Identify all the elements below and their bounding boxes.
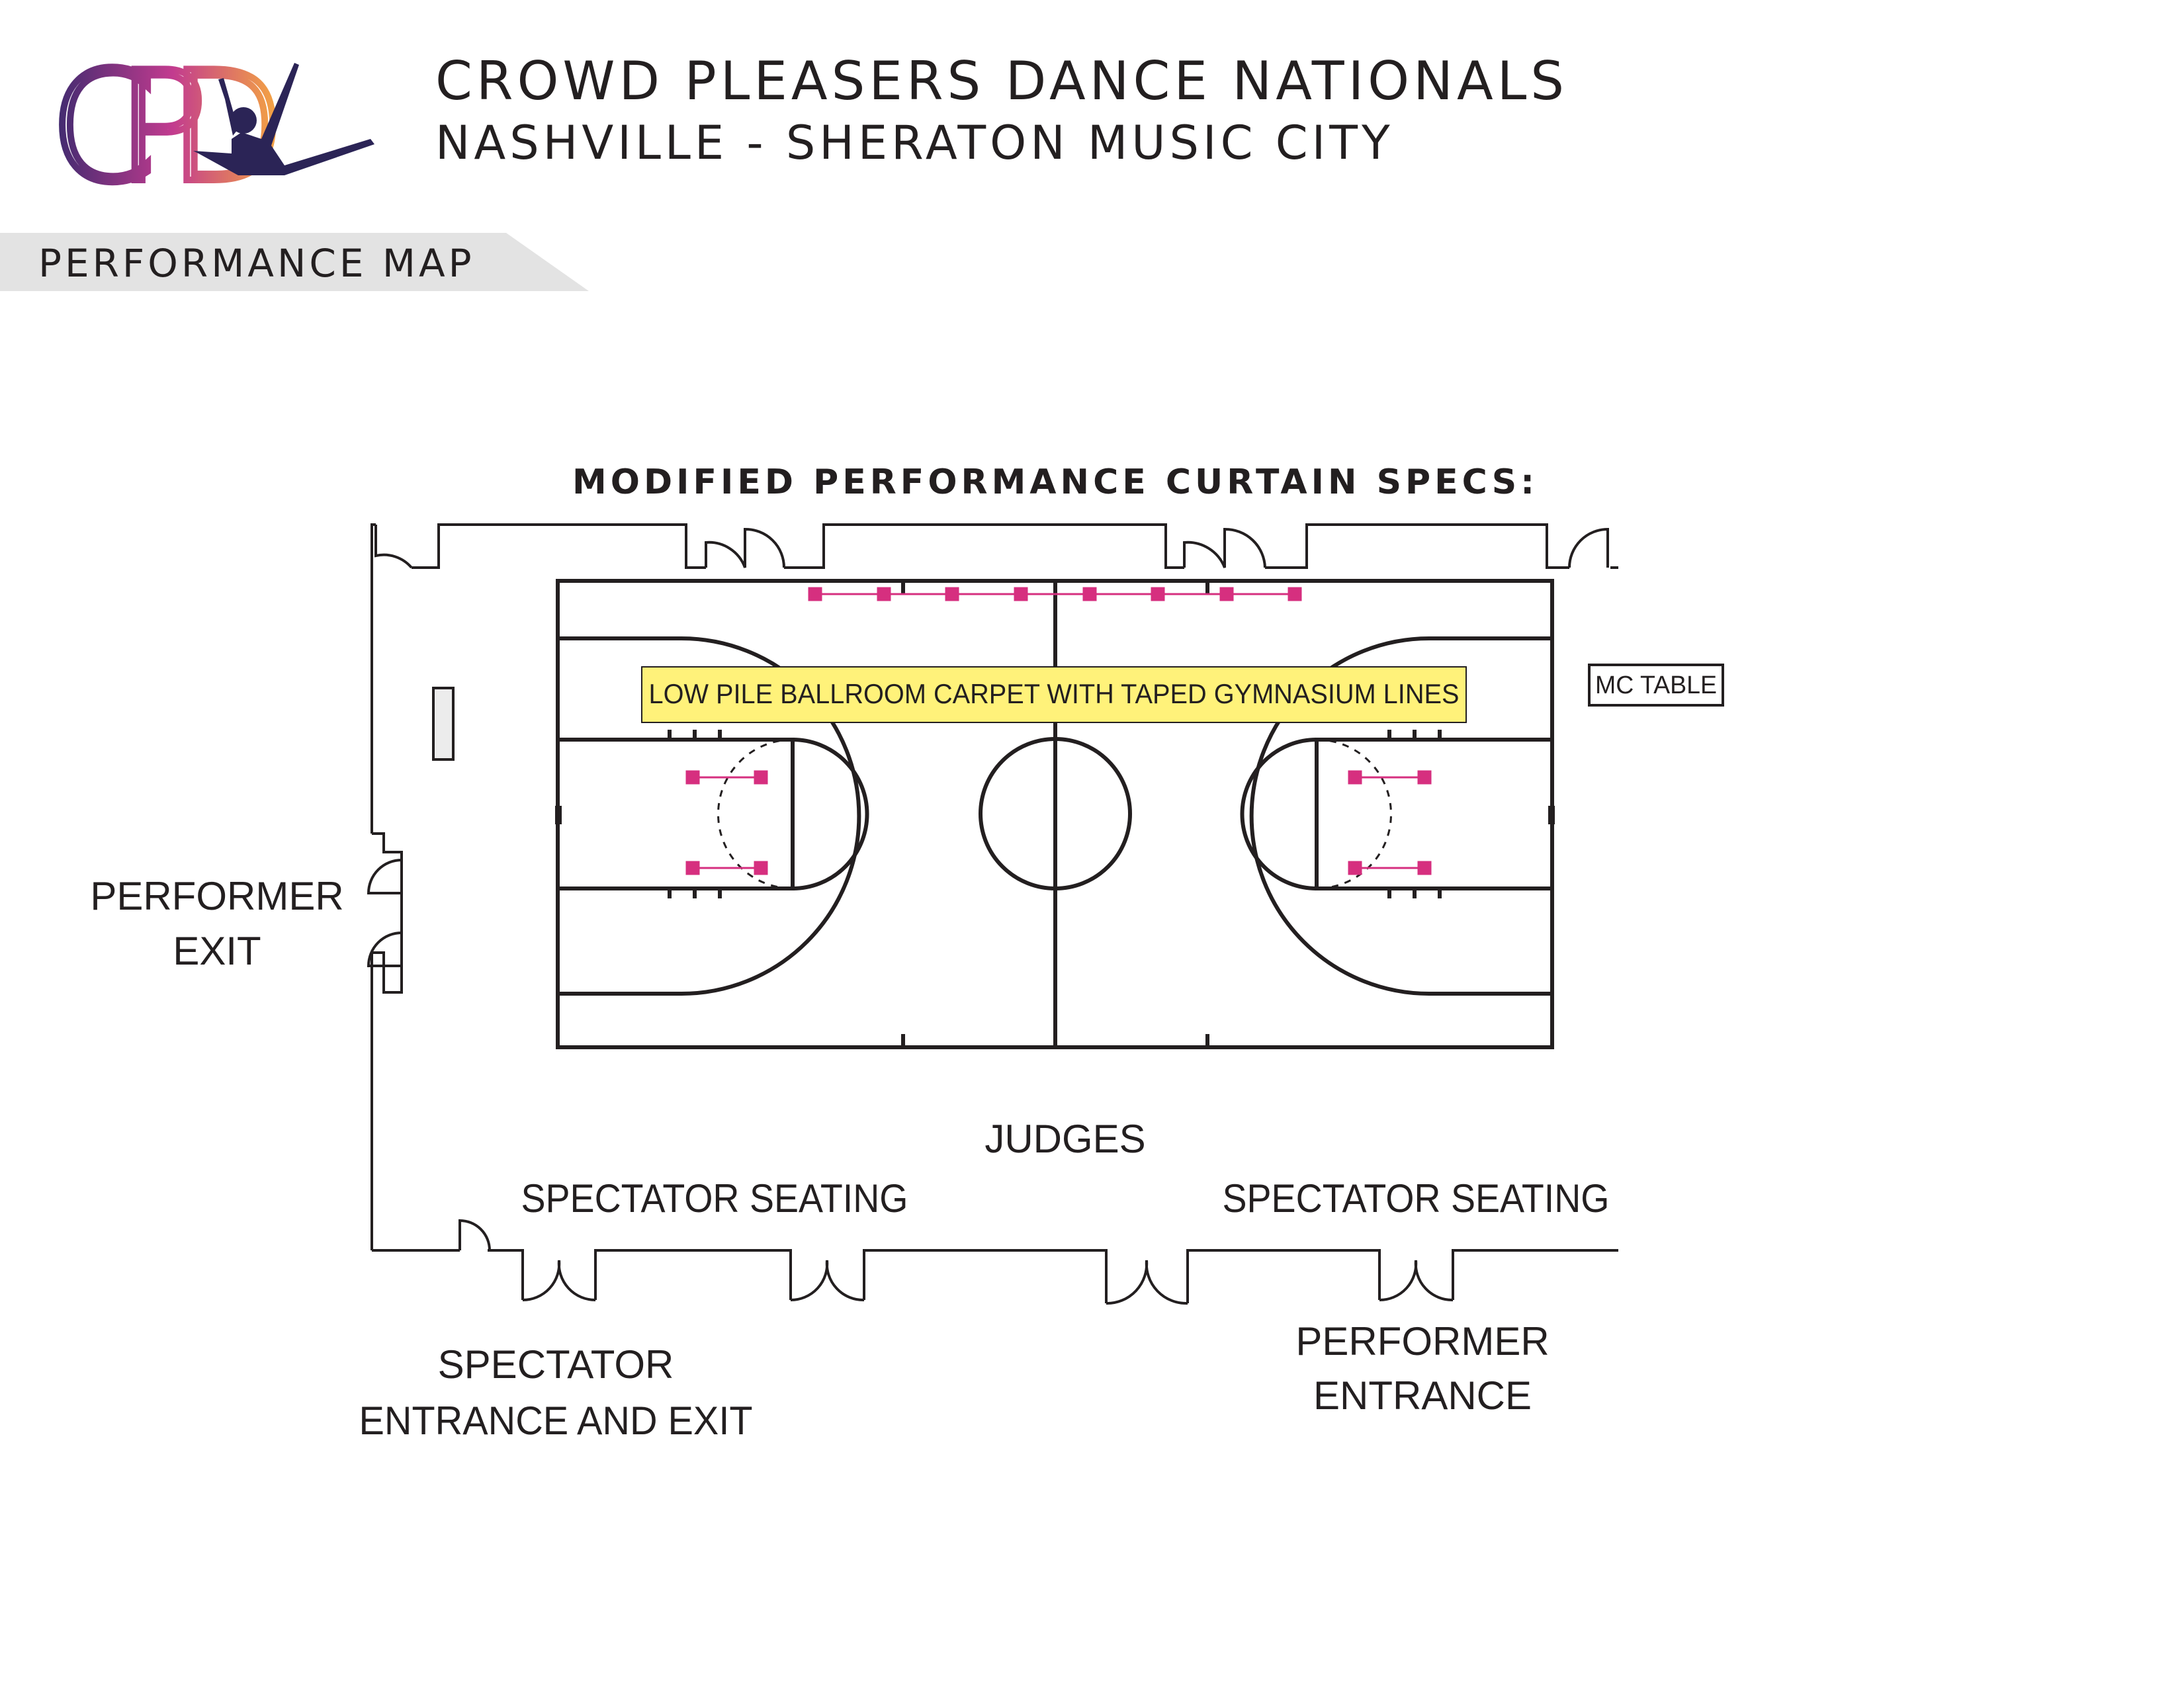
spectator-seating-left-label: SPECTATOR SEATING [521, 1176, 908, 1221]
room-walls [371, 523, 1618, 1303]
basket-left [555, 806, 562, 824]
judges-label: JUDGES [984, 1117, 1145, 1161]
spectator-seating-right-label: SPECTATOR SEATING [1223, 1176, 1610, 1221]
performer-exit-line2: EXIT [173, 929, 261, 973]
section-tab-label: PERFORMANCE MAP [38, 241, 475, 286]
event-subtitle: NASHVILLE - SHERATON MUSIC CITY [435, 116, 1394, 170]
spectator-entrance-line1: SPECTATOR [438, 1342, 674, 1387]
section-tab [0, 233, 589, 291]
basket-right [1548, 806, 1555, 824]
performer-entrance-line1: PERFORMER [1295, 1319, 1549, 1363]
spectator-entrance-line2: ENTRANCE AND EXIT [359, 1399, 753, 1443]
curtain-right [1348, 770, 1432, 875]
court-tick-marks [668, 581, 1442, 1047]
performer-exit-line1: PERFORMER [90, 874, 343, 918]
floor-note-label: LOW PILE BALLROOM CARPET WITH TAPED GYMN… [649, 678, 1460, 709]
curtain-top [808, 587, 1302, 601]
performer-entrance-line2: ENTRANCE [1313, 1373, 1532, 1418]
mc-table-label: MC TABLE [1595, 671, 1717, 699]
gymnasium-court [556, 579, 1554, 1049]
map-heading: MODIFIED PERFORMANCE CURTAIN SPECS: [572, 462, 1538, 502]
event-title: CROWD PLEASERS DANCE NATIONALS [435, 50, 1568, 112]
doors [367, 525, 1609, 1305]
mc-table-box [1588, 664, 1724, 707]
cpd-logo: CPD [46, 36, 374, 220]
floor-note-box [641, 666, 1467, 723]
curtain-left [685, 770, 768, 875]
dancer-silhouette-icon [193, 63, 374, 175]
